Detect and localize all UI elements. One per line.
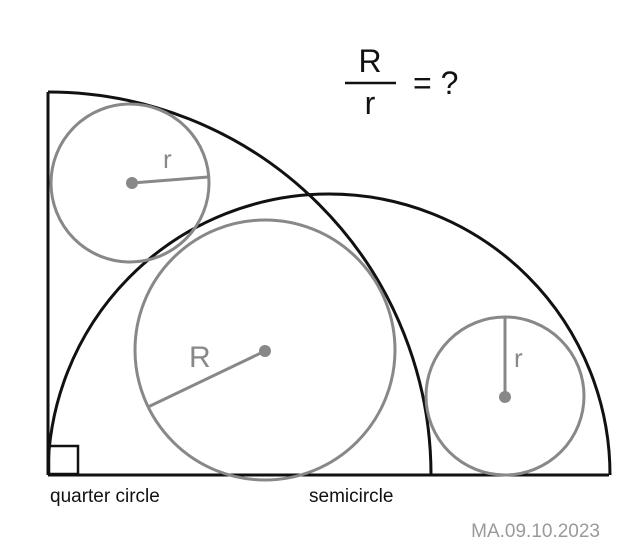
right-angle-marker	[47, 444, 80, 476]
small-circle-top-radius	[131, 175, 209, 185]
small-circle-right	[424, 315, 586, 477]
small-circle-top-center	[126, 177, 138, 189]
big-circle-center	[259, 345, 271, 357]
small-circle-right-center	[499, 391, 511, 403]
fraction-denominator: r	[365, 85, 376, 121]
quarter-circle-arc	[47, 90, 433, 476]
big-circle	[133, 218, 397, 482]
small-circle-top	[49, 102, 211, 264]
semicircle-arc	[46, 192, 612, 476]
label-big-radius: R	[189, 341, 211, 374]
label-quarter-circle: quarter circle	[50, 486, 160, 507]
label-semicircle: semicircle	[309, 486, 393, 507]
label-small-radius-right: r	[514, 343, 523, 373]
fraction-numerator: R	[358, 43, 381, 79]
label-small-radius-top: r	[163, 144, 172, 174]
signature: MA.09.10.2023	[471, 521, 600, 542]
question-suffix: = ?	[413, 65, 458, 101]
big-circle-radius	[147, 349, 266, 409]
